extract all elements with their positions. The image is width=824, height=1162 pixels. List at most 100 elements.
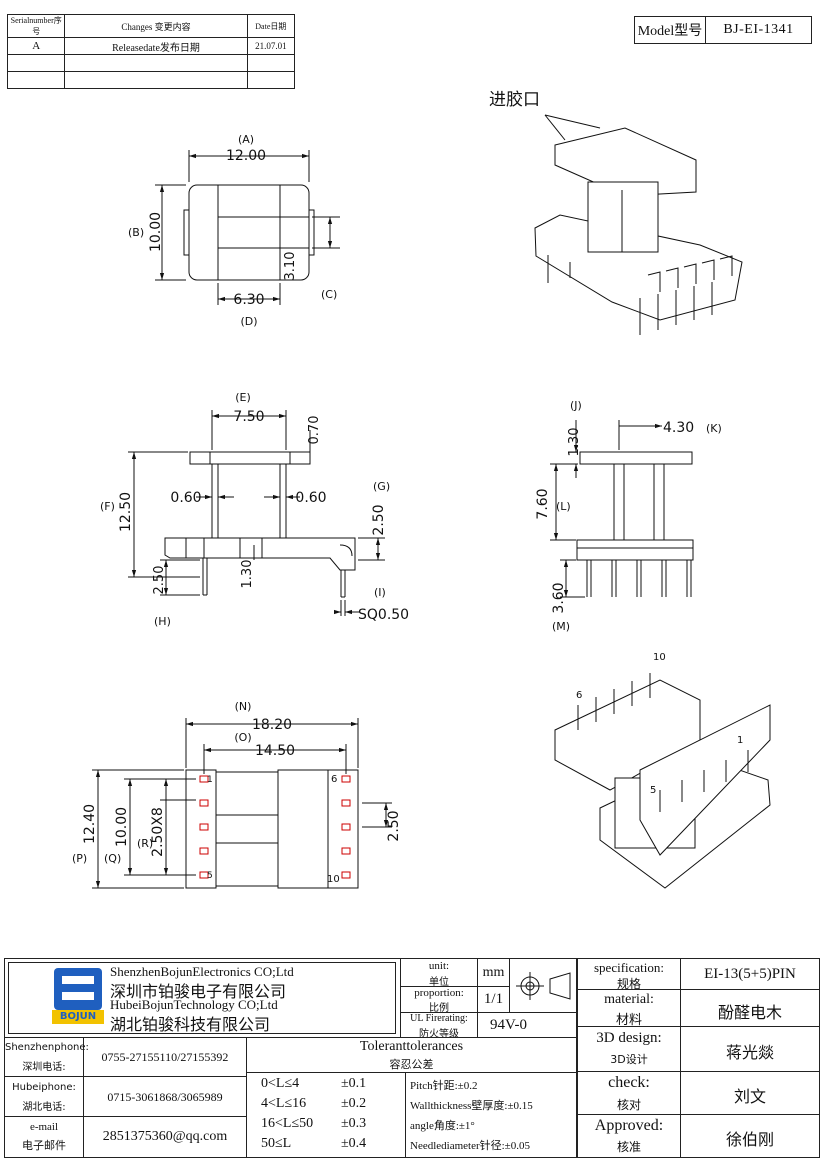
- label-b: (B): [128, 226, 144, 239]
- tolerance-value: ±0.1: [341, 1076, 367, 1091]
- rev-cell: [246, 71, 296, 89]
- check-value: 刘文: [733, 1087, 766, 1106]
- dim-m: 3.60: [551, 582, 567, 613]
- dim-r: 2.50X8: [150, 807, 166, 857]
- check-label-cn: 核对: [616, 1098, 641, 1112]
- label-c: (C): [321, 288, 337, 301]
- needle-tolerance: Needlediameter针径:±0.05: [410, 1140, 530, 1152]
- email-label-cell: e-mail 电子邮件: [4, 1116, 84, 1158]
- dim-pitch: 2.50: [386, 810, 402, 841]
- iso-view-bottom: [554, 673, 771, 889]
- dim-k: 4.30: [663, 420, 694, 436]
- dim-i: SQ0.50: [358, 607, 409, 623]
- company-box: [8, 962, 396, 1034]
- hb-phone-label-cn: 湖北电话:: [22, 1102, 66, 1113]
- check-label: check:: [608, 1074, 650, 1091]
- model-value: BJ-EI-1341: [723, 22, 794, 37]
- iso-view-top: [534, 114, 743, 335]
- approved-value-cell: 徐伯刚: [680, 1114, 820, 1158]
- hb-phone-label-cell: Hubeiphone: 湖北电话:: [4, 1076, 84, 1117]
- rev-cell: [6, 71, 66, 89]
- tolerance-value: ±0.4: [341, 1136, 367, 1151]
- dim-d: 6.30: [233, 292, 264, 308]
- pin-label-5: 5: [207, 871, 213, 881]
- dim-a: 12.00: [226, 148, 266, 164]
- wall-tolerance: Wallthickness壁厚度:±0.15: [410, 1100, 533, 1112]
- label-a: (A): [238, 133, 254, 146]
- side-top-flange: [579, 451, 693, 465]
- side-view: [550, 420, 694, 598]
- pin-label-10: 10: [327, 874, 340, 885]
- model-box: Model型号 BJ-EI-1341: [634, 16, 812, 44]
- dim-wall-right: 0.60: [295, 490, 326, 506]
- company-2-en: HubeiBojunTechnology CO;Ltd: [110, 997, 278, 1012]
- company-1-cn: 深圳市铂骏电子有限公司: [110, 982, 287, 1001]
- tolerance-header-cell: Toleranttolerances 容忍公差: [246, 1037, 577, 1073]
- dim-n: 18.20: [252, 717, 292, 733]
- sz-phone-label-cell: Shenzhenphone: 深圳电话:: [4, 1037, 89, 1077]
- approved-value: 徐伯刚: [725, 1130, 774, 1149]
- dim-mid: 1.30: [240, 560, 255, 589]
- iso-callout-gate: 进胶口: [489, 90, 540, 110]
- iso-pin-5: 5: [650, 785, 656, 796]
- unit-label-cell: unit: 单位: [400, 958, 478, 988]
- company-2-cn: 湖北铂骏科技有限公司: [110, 1015, 271, 1034]
- unit-label: unit:: [428, 960, 450, 972]
- check-value-cell: 刘文: [680, 1071, 820, 1115]
- check-label-cell: check: 核对: [577, 1071, 681, 1115]
- dim-q: 10.00: [114, 807, 130, 847]
- front-view: [128, 410, 385, 616]
- model-label: Model型号: [635, 17, 706, 43]
- label-m: (M): [552, 620, 570, 633]
- unit-label-cn: 单位: [429, 977, 449, 988]
- label-k: (K): [706, 422, 722, 435]
- tolerance-range: 16<L≤50: [261, 1116, 314, 1131]
- label-g: (G): [373, 480, 390, 493]
- ul-label-cell: UL Firerating: 防火等级: [400, 1012, 478, 1040]
- tolerance-title-cn: 容忍公差: [389, 1058, 434, 1071]
- rev-header-date: Date日期: [246, 14, 296, 38]
- dim-p: 12.40: [82, 804, 98, 844]
- front-top-flange: [189, 451, 311, 465]
- label-n: (N): [235, 700, 252, 713]
- email-value[interactable]: 2851375360@qq.com: [102, 1129, 228, 1144]
- tolerance-range: 50≤L: [261, 1136, 292, 1151]
- design-label: 3D design:: [596, 1030, 662, 1046]
- spec-value: EI-13(5+5)PIN: [704, 966, 796, 982]
- tolerance-table: 0<L≤4 ±0.1 4<L≤16 ±0.2 16<L≤50 ±0.3 50≤L…: [246, 1072, 406, 1158]
- label-p: (P): [72, 852, 87, 865]
- general-tolerance-cell: Pitch针距:±0.2 Wallthickness壁厚度:±0.15 angl…: [405, 1072, 577, 1158]
- dim-h: 2.50: [152, 566, 167, 595]
- label-j: (J): [570, 399, 582, 412]
- projection-symbol-cell: [509, 958, 577, 1013]
- iso-pin-6: 6: [576, 690, 582, 701]
- label-q: (Q): [104, 852, 121, 865]
- dim-b: 10.00: [148, 212, 164, 252]
- ul-label: UL Firerating:: [410, 1013, 468, 1024]
- tolerance-value: ±0.3: [341, 1116, 367, 1131]
- design-label-cell: 3D design: 3D设计: [577, 1026, 681, 1072]
- ul-value-cell: 94V-0: [477, 1012, 577, 1038]
- sz-phone-label: Shenzhenphone:: [5, 1042, 89, 1053]
- top-view-outline: [188, 184, 310, 281]
- spec-label: specification:: [593, 960, 665, 975]
- tolerance-title: Toleranttolerances: [359, 1039, 464, 1054]
- unit-value-cell: mm: [477, 958, 510, 987]
- logo-text: BOJUN: [52, 1010, 104, 1024]
- side-base: [576, 539, 694, 561]
- email-cell[interactable]: 2851375360@qq.com: [83, 1116, 247, 1158]
- proportion-value: 1/1: [483, 991, 504, 1007]
- bottom-right-rail: [327, 769, 359, 889]
- dim-e: 7.50: [233, 409, 264, 425]
- ul-label-cn: 防火等级: [419, 1029, 459, 1040]
- dim-g: 2.50: [371, 504, 387, 535]
- approved-label: Approved:: [594, 1117, 664, 1134]
- sz-phone-label-cn: 深圳电话:: [22, 1062, 66, 1073]
- design-label-cn: 3D设计: [610, 1053, 648, 1066]
- projection-symbol-icon: [516, 972, 571, 1000]
- company-cell: BOJUN ShenzhenBojunElectronics CO;Ltd 深圳…: [4, 958, 400, 1038]
- tolerance-range: 4<L≤16: [261, 1096, 307, 1111]
- bojun-logo: BOJUN: [52, 968, 104, 1028]
- material-label-cn: 材料: [615, 1013, 642, 1028]
